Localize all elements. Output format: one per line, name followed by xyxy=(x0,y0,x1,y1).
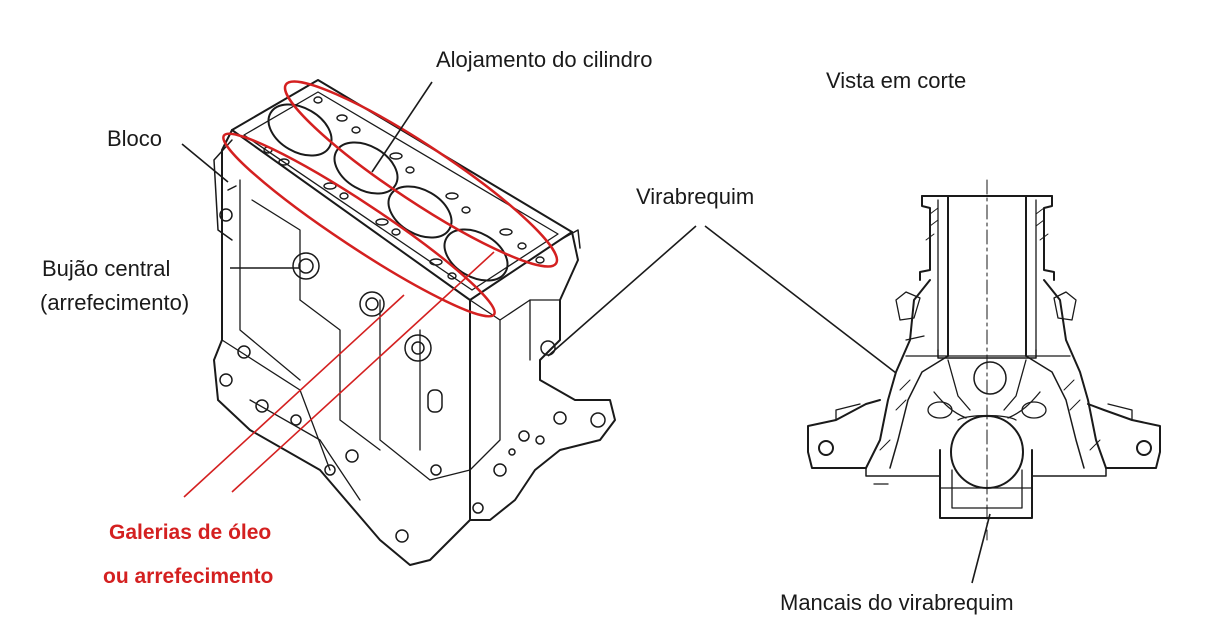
crankcase-right-wall xyxy=(1043,279,1107,469)
label-galerias-oleo: Galerias de óleo xyxy=(109,521,272,544)
deck-holes xyxy=(263,96,545,280)
leader-alojamento xyxy=(371,81,433,173)
block-front-face xyxy=(213,129,471,566)
cylinder-bore-1 xyxy=(267,103,333,157)
right-mounting-ear xyxy=(1087,403,1161,469)
block-right-face xyxy=(469,231,616,521)
leader-virabrequim-right xyxy=(704,225,897,374)
section-hatch xyxy=(879,207,1101,451)
oil-passage xyxy=(973,361,1007,395)
label-virabrequim: Virabrequim xyxy=(636,184,755,209)
label-alojamento-cilindro: Alojamento do cilindro xyxy=(436,47,653,72)
label-vista-em-corte: Vista em corte xyxy=(826,68,967,93)
crankcase-left-wall xyxy=(865,279,931,469)
cylinder-bore-3 xyxy=(387,185,453,239)
main-bearing-bore xyxy=(950,415,1024,489)
gallery-ellipse-lower xyxy=(222,132,496,318)
front-bosses xyxy=(219,252,443,543)
label-bujao-arrefecimento: (arrefecimento) xyxy=(40,290,190,315)
leader-bloco xyxy=(181,143,229,183)
engine-block-isometric xyxy=(213,79,616,566)
label-bloco: Bloco xyxy=(107,126,163,151)
oil-gallery-highlights xyxy=(222,80,559,318)
skirt-bosses xyxy=(472,340,606,514)
gallery-ellipse-upper xyxy=(283,80,559,268)
left-mounting-ear xyxy=(807,399,881,469)
label-bujao-central: Bujão central xyxy=(42,256,171,281)
leader-virabrequim-left xyxy=(547,225,697,357)
oil-gallery-leaders xyxy=(183,251,495,498)
section-view xyxy=(807,179,1161,541)
label-ou-arrefecimento: ou arrefecimento xyxy=(103,565,274,588)
cylinder-bore-4 xyxy=(443,228,509,282)
cylinder-bore-2 xyxy=(333,141,399,195)
label-mancais-virabrequim: Mancais do virabrequim xyxy=(780,590,1014,615)
leader-lines xyxy=(181,81,991,584)
